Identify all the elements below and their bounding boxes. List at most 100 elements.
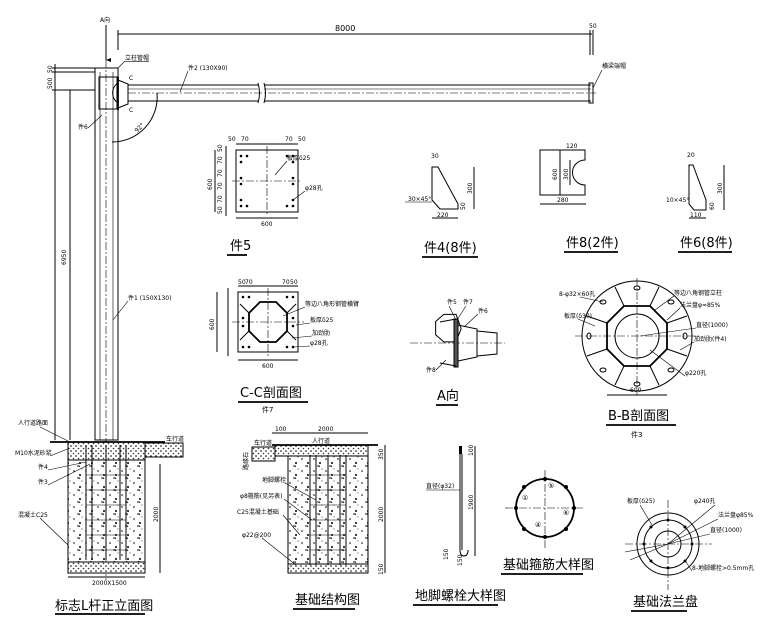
part5-dim-left-2: 70 [217, 156, 224, 164]
stirrup-detail: ① ⑤ ④ ⑥ 基础箍筋大样图 [501, 470, 594, 575]
cc-height: 600 [209, 318, 216, 330]
fs-stirrup: φ8箍筋(见另表) [240, 492, 282, 500]
part8-bottom-dim: 280 [557, 197, 569, 204]
anchor-diameter: 直径(φ32) [426, 482, 454, 490]
roadway-label: 车行道 [166, 435, 184, 443]
arm-cap-label: 横梁端帽 [602, 62, 626, 70]
part6-shape [688, 164, 707, 211]
cc-rib-label: 加劲肋 [312, 329, 330, 337]
flange-bolts-label: 8-地脚螺栓>0.5mm孔 [692, 564, 754, 572]
part5-dim-left-5: 70 [217, 195, 224, 203]
view-a-detail: 件5 件7 件6 件8 A向 [410, 298, 505, 406]
part8-title: 件8(2件) [566, 236, 619, 251]
part4-bottom-dim: 220 [437, 212, 449, 219]
cc-width: 600 [262, 363, 274, 370]
part5-title: 件5 [230, 239, 251, 254]
part8-height: 600 [552, 168, 559, 180]
fs-anchor: 地脚螺栓 [262, 476, 286, 484]
bb-holes-label: 8-φ32×60孔 [559, 290, 595, 298]
elevation-title: 标志L杆正立面图 [55, 599, 153, 614]
stirrup-mark-5: ⑤ [548, 482, 554, 490]
part5-dim-top-1: 50 [228, 136, 236, 143]
foundation-title: 基础结构图 [295, 593, 360, 608]
part4-chamfer: 30×45° [408, 196, 431, 203]
fs-roadway: 车行道 [254, 439, 272, 447]
fs-dim-2000: 2000 [318, 426, 333, 433]
fs-dim-350: 350 [378, 448, 385, 460]
part4-label: 件4 [38, 463, 48, 471]
dim-6950: 6950 [61, 250, 68, 265]
foundation-depth: 2000 [153, 507, 160, 522]
section-cc-detail: 50 70 70 50 600 600 等边八角形钢管横臂 板厚δ25 加劲肋 … [209, 279, 359, 414]
view-a-part6: 件6 [478, 307, 488, 315]
fs-dim-150: 150 [378, 563, 385, 575]
view-a-part5: 件5 [447, 298, 457, 306]
part6-chamfer: 10×45° [666, 197, 689, 204]
a-direction-label: A向 [100, 16, 110, 24]
part5-dim-left-6: 50 [217, 206, 224, 214]
base-flange-title: 基础法兰盘 [633, 594, 698, 610]
cc-dim-top-4: 50 [290, 279, 298, 286]
part3-label: 件3 [38, 478, 48, 486]
part4-title: 件4(8件) [424, 241, 477, 256]
part6-top-dim: 20 [687, 152, 695, 159]
part4-top-dim: 30 [431, 153, 439, 160]
part5-dim-top-2: 70 [241, 136, 249, 143]
stirrup-mark-6: ⑥ [563, 509, 569, 517]
dim-top-50: 50 [47, 65, 54, 73]
bb-column-label: 等边八角钢管立柱 [674, 289, 722, 297]
mortar-label: M10水泥砂浆 [15, 449, 52, 457]
part8-arc-dim: 300 [563, 168, 570, 180]
part5-plate-label: 板厚δ25 [287, 154, 310, 162]
flange-hole-label: φ240孔 [694, 497, 715, 505]
part5-detail: 50 70 70 50 50 70 70 70 70 50 600 600 板厚… [207, 136, 323, 256]
anchor-length: 1900 [468, 495, 475, 510]
part8-shape [539, 149, 586, 196]
stirrup-mark-1: ① [522, 494, 528, 502]
part4-detail: 30 30×45° 220 300 50 件4(8件) [405, 153, 478, 258]
anchor-hook-height: 150 [443, 548, 450, 560]
fs-dim-100: 100 [275, 426, 287, 433]
cc-hole-label: φ28孔 [310, 339, 328, 347]
fs-curb: 路缘石 [242, 452, 250, 470]
section-c-mark-top: C [129, 75, 133, 82]
section-cc-subtitle: 件7 [262, 405, 273, 414]
anchor-bolt-detail: 100 1900 直径(φ32) 150 150 地脚螺栓大样图 [413, 444, 506, 606]
pole [94, 67, 119, 441]
part5-dim-top-4: 50 [298, 136, 306, 143]
base-size: 2000X1500 [92, 580, 127, 587]
cc-dim-top-3: 70 [282, 279, 290, 286]
part6-title: 件6(8件) [680, 236, 733, 251]
part6-edge: 60 [709, 202, 716, 210]
stirrup-title: 基础箍筋大样图 [503, 557, 594, 573]
anchor-hook-width: 150 [457, 554, 464, 566]
octagon-pipe [248, 301, 288, 343]
flange-diameter-label: 直径(1000) [710, 526, 742, 534]
part6-height: 300 [717, 182, 724, 194]
part5-dim-left-4: 70 [217, 182, 224, 190]
bb-width: 600 [630, 387, 642, 394]
angle-arc [111, 92, 158, 143]
part4-shape [431, 166, 459, 210]
arm-end-cap [588, 82, 594, 104]
part6-label: 件6 [78, 123, 88, 131]
part4-edge: 50 [460, 202, 467, 210]
part8-top-dim: 120 [566, 143, 578, 150]
bb-diameter-label: 直径(1000) [696, 321, 728, 329]
cc-dim-top-1: 50 [238, 279, 246, 286]
view-a-title: A向 [437, 388, 459, 404]
fs-sidewalk: 人行道 [312, 437, 330, 445]
view-a-octagon [435, 313, 462, 343]
bb-center-hole-label: φ220孔 [685, 369, 706, 377]
section-c-mark-bottom: C [129, 107, 133, 114]
fs-concrete: C25混凝土基础 [237, 508, 279, 516]
part5-width: 600 [261, 221, 273, 228]
anchor-bolt [459, 454, 469, 557]
part6-bottom-dim: 110 [690, 212, 702, 219]
pole-label: 件1 (150X130) [128, 294, 171, 302]
bb-rib-label: 加劲肋(件4) [694, 335, 727, 343]
span-dimension: 8000 [335, 24, 355, 33]
cc-dim-top-2: 70 [245, 279, 253, 286]
section-bb-detail: 600 8-φ32×60孔 等边八角钢管立柱 法兰盘φ=85% 板厚(δ30) … [559, 278, 728, 439]
